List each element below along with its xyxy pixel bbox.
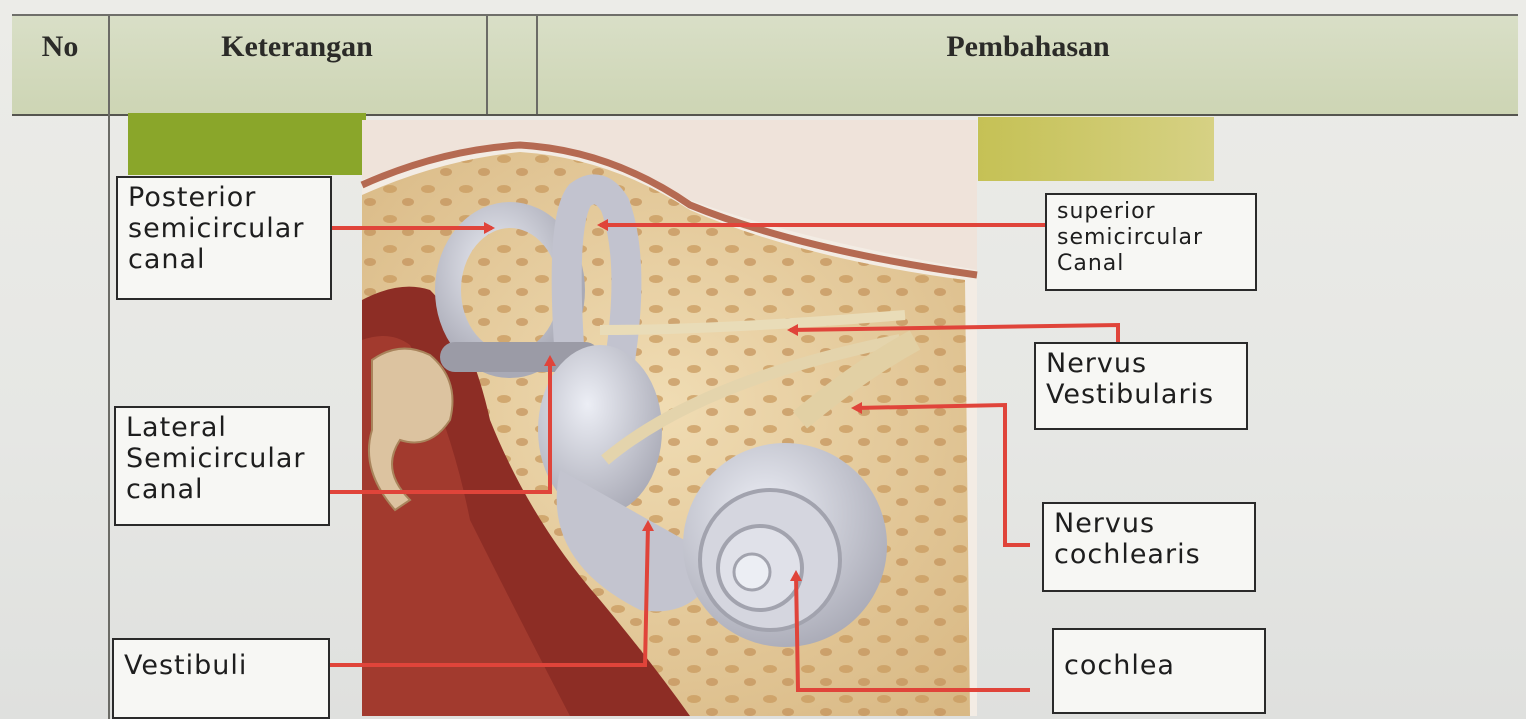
label-superior-semicircular-canal: superior semicircular Canal <box>1045 193 1257 291</box>
label-nervus-vestibularis: Nervus Vestibularis <box>1034 342 1248 430</box>
label-nervus-cochlearis: Nervus cochlearis <box>1042 502 1256 592</box>
label-lateral-semicircular-canal: Lateral Semicircular canal <box>114 406 330 526</box>
label-vestibuli: Vestibuli <box>112 638 330 719</box>
label-posterior-semicircular-canal: Posterior semicircular canal <box>116 176 332 300</box>
label-cochlea: cochlea <box>1052 628 1266 714</box>
